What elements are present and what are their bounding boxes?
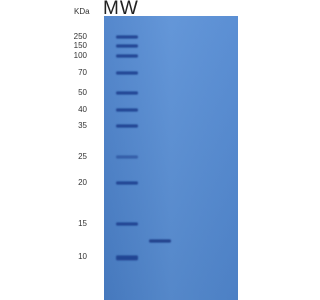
ladder-band [116,54,138,58]
ladder-band [116,222,138,226]
marker-label: 40 [78,105,87,114]
sample-band [149,239,171,243]
ladder-band [116,108,138,112]
marker-label: 25 [78,152,87,161]
ladder-band [116,91,138,95]
ladder-band [116,255,138,261]
sample-lane [149,239,171,243]
gel-image [104,16,238,300]
ladder-band [116,44,138,48]
marker-label: 35 [78,121,87,130]
marker-label: 250 [73,32,87,41]
marker-label: 100 [73,51,87,60]
marker-label: 10 [78,252,87,261]
ladder-lane [116,35,138,261]
marker-label: 150 [73,41,87,50]
marker-label: 20 [78,178,87,187]
lane-label: MW [103,0,139,19]
marker-label: 70 [78,68,87,77]
unit-label: KDa [74,7,90,16]
ladder-band [116,181,138,185]
ladder-band [116,124,138,128]
marker-label: 15 [78,219,87,228]
marker-label: 50 [78,88,87,97]
ladder-band [116,71,138,75]
ladder-band [116,155,138,159]
ladder-band [116,35,138,39]
